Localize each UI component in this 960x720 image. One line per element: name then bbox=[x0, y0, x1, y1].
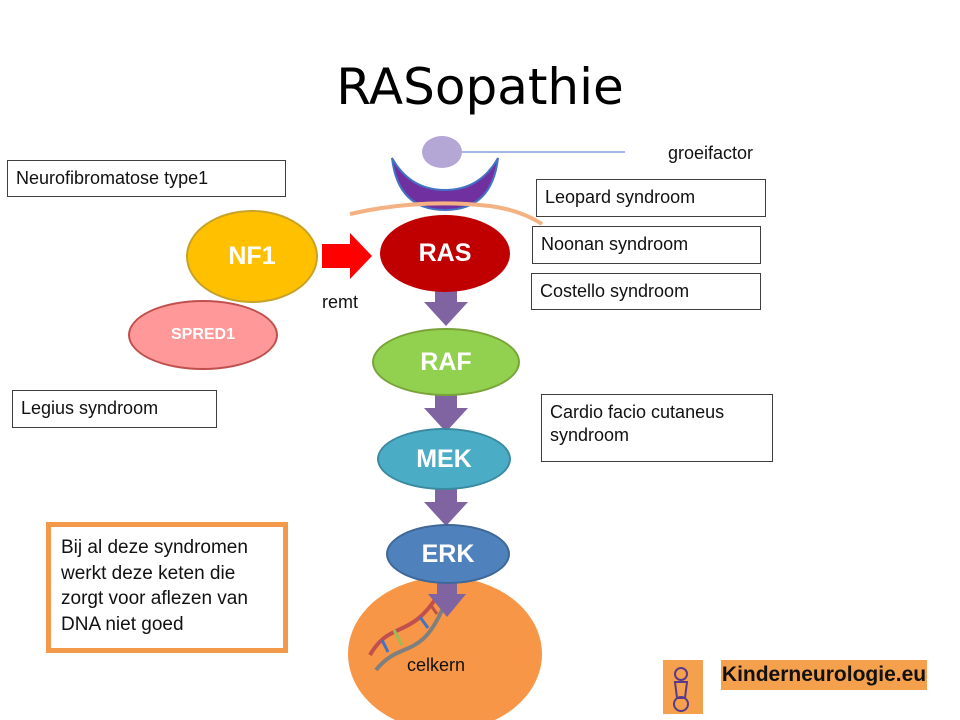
box-leopard: Leopard syndroom bbox=[536, 179, 766, 217]
box-cfc: Cardio facio cutaneus syndroom bbox=[541, 394, 773, 462]
node-nf1: NF1 bbox=[186, 210, 318, 303]
node-erk: ERK bbox=[386, 524, 510, 584]
page-title: RASopathie bbox=[336, 58, 624, 116]
arrow-mek-erk bbox=[424, 482, 468, 526]
groeifactor-ball bbox=[422, 136, 462, 168]
node-raf: RAF bbox=[372, 328, 520, 396]
cell-membrane bbox=[349, 201, 544, 226]
dna-helix-icon bbox=[368, 593, 444, 672]
logo-text[interactable]: Kinderneurologie.eu bbox=[721, 660, 927, 690]
box-noonan: Noonan syndroom bbox=[532, 226, 761, 264]
box-neurofibromatose: Neurofibromatose type1 bbox=[7, 160, 286, 197]
celkern-nucleus bbox=[348, 577, 542, 720]
arrow-raf-mek bbox=[424, 386, 468, 432]
groeifactor-label: groeifactor bbox=[668, 143, 754, 163]
node-spred1: SPRED1 bbox=[128, 300, 278, 370]
remt-label: remt bbox=[322, 292, 358, 312]
note-box: Bij al deze syndromen werkt deze keten d… bbox=[46, 522, 288, 653]
kinderneurologie-logo-icon bbox=[663, 660, 703, 714]
node-ras: RAS bbox=[380, 215, 510, 292]
node-mek: MEK bbox=[377, 428, 511, 490]
arrow-erk-nucleus bbox=[428, 575, 466, 617]
remt-arrow bbox=[322, 233, 372, 279]
box-legius: Legius syndroom bbox=[12, 390, 217, 428]
celkern-label: celkern bbox=[407, 655, 466, 675]
box-costello: Costello syndroom bbox=[531, 273, 761, 310]
